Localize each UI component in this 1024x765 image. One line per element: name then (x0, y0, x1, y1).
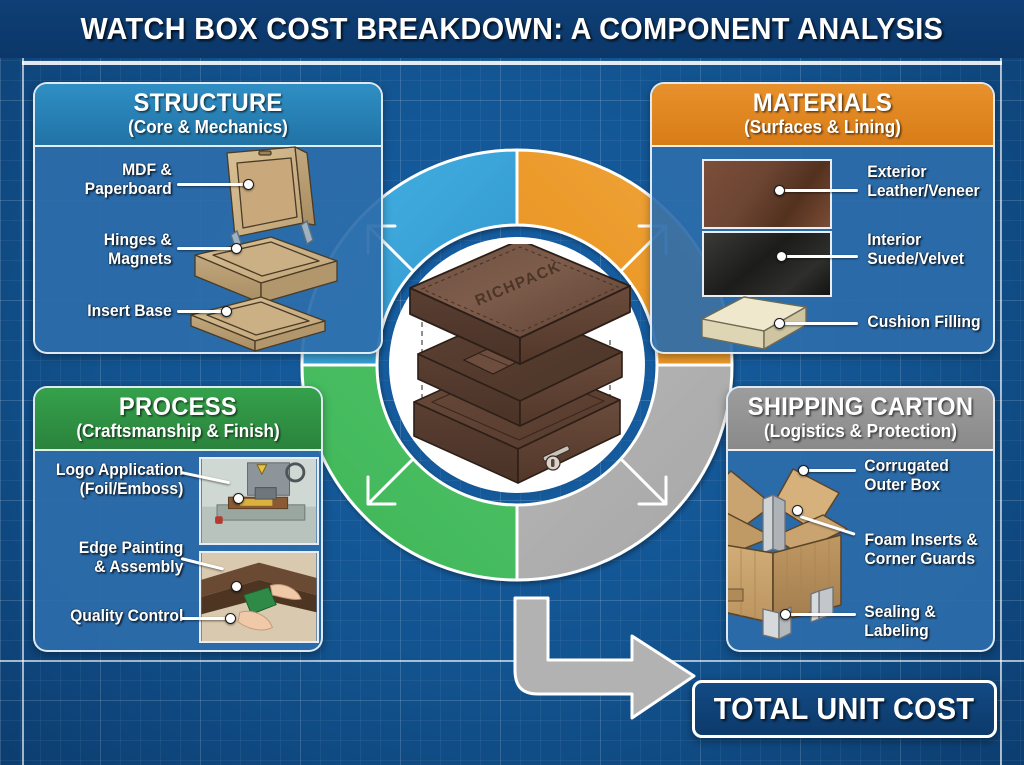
leader-line-insert (177, 310, 227, 314)
leader-line-hinges (177, 247, 237, 251)
page-title-bar: WATCH BOX COST BREAKDOWN: A COMPONENT AN… (0, 0, 1024, 58)
panel-structure[interactable]: STRUCTURE (Core & Mechanics) (33, 82, 383, 354)
ring-segment-shipping (515, 363, 734, 582)
callout-label-foam-inserts: Foam Inserts & Corner Guards (864, 531, 978, 568)
total-cost-arrow (513, 596, 696, 720)
title-divider (22, 61, 1002, 65)
leader-line-mdf (177, 183, 249, 187)
panel-shipping[interactable]: SHIPPING CARTON (Logistics & Protection) (726, 386, 995, 652)
panel-process-subtitle: (Craftsmanship & Finish) (76, 421, 280, 441)
swatch-exterior-leather (702, 159, 832, 230)
arrow-shipping (619, 457, 668, 506)
ring-segment-process (300, 363, 519, 582)
callout-label-edge-painting: Edge Painting & Assembly (78, 539, 184, 576)
leader-line-interior (782, 255, 858, 259)
panel-shipping-body: Corrugated Outer Box Foam Inserts & Corn… (728, 451, 993, 650)
leader-line-cushion (780, 322, 858, 326)
leader-dot-sealing (780, 609, 791, 621)
leader-line-exterior (780, 189, 858, 193)
photo-edge-painting-assembly (199, 551, 319, 644)
leader-dot-exterior (774, 185, 785, 197)
callout-label-quality-control: Quality Control (70, 607, 184, 626)
frame-line-bottom (0, 660, 1024, 662)
leader-dot-foam (792, 505, 803, 517)
cushion-foam-illustration (701, 296, 807, 350)
leader-dot-insert (221, 306, 232, 318)
leader-dot-cushion (774, 318, 785, 330)
leader-dot-qc (225, 613, 236, 625)
total-unit-cost-label: TOTAL UNIT COST (714, 691, 975, 726)
callout-label-sealing-labeling: Sealing & Labeling (864, 603, 936, 640)
panel-materials[interactable]: MATERIALS (Surfaces & Lining) Exterior L… (650, 82, 995, 354)
leader-dot-hinges (231, 243, 242, 255)
panel-process-title: PROCESS (118, 393, 238, 421)
box-clasp (542, 445, 570, 471)
panel-materials-header: MATERIALS (Surfaces & Lining) (652, 84, 993, 148)
panel-materials-body: Exterior Leather/Veneer Interior Suede/V… (652, 147, 993, 352)
callout-label-insert-base: Insert Base (87, 302, 172, 321)
frame-line-left (22, 0, 24, 765)
photo-foil-emboss-press (199, 457, 319, 546)
leader-line-carton (806, 469, 856, 473)
callout-label-corrugated-outer-box: Corrugated Outer Box (864, 457, 949, 494)
leader-dot-interior (776, 251, 787, 263)
panel-process-header: PROCESS (Craftsmanship & Finish) (35, 388, 321, 452)
panel-structure-body: MDF & Paperboard Hinges & Magnets Insert… (35, 146, 381, 352)
panel-process-body: Logo Application (Foil/Emboss) Edge Pain… (35, 451, 321, 650)
panel-materials-subtitle: (Surfaces & Lining) (744, 117, 901, 137)
arrow-process (366, 457, 415, 506)
callout-label-mdf-paperboard: MDF & Paperboard (84, 161, 172, 198)
panel-process[interactable]: PROCESS (Craftsmanship & Finish) (33, 386, 323, 652)
leader-line-sealing (788, 613, 856, 617)
corrugated-carton-illustration (728, 468, 848, 640)
frame-line-right (1000, 0, 1002, 765)
panel-structure-subtitle: (Core & Mechanics) (128, 117, 288, 137)
total-unit-cost-box[interactable]: TOTAL UNIT COST (692, 680, 997, 738)
callout-label-logo-application: Logo Application (Foil/Emboss) (55, 461, 184, 498)
leader-dot-carton (798, 465, 809, 477)
panel-structure-header: STRUCTURE (Core & Mechanics) (35, 84, 381, 148)
callout-label-cushion-filling: Cushion Filling (867, 313, 981, 332)
panel-shipping-title: SHIPPING CARTON (747, 393, 974, 421)
leader-dot-mdf (243, 179, 254, 191)
callout-label-interior-suede: Interior Suede/Velvet (867, 231, 964, 268)
watch-box-illustration: RICHPACK (409, 244, 631, 484)
panel-materials-title: MATERIALS (752, 89, 893, 117)
leader-dot-logo (233, 493, 244, 505)
callout-label-exterior-leather: Exterior Leather/Veneer (867, 163, 980, 200)
panel-structure-title: STRUCTURE (133, 89, 283, 117)
panel-shipping-header: SHIPPING CARTON (Logistics & Protection) (728, 388, 993, 452)
callout-label-hinges-magnets: Hinges & Magnets (103, 231, 172, 268)
leader-dot-edge (231, 581, 242, 593)
swatch-interior-suede (702, 231, 832, 298)
leader-line-qc (181, 617, 229, 621)
page-title: WATCH BOX COST BREAKDOWN: A COMPONENT AN… (80, 11, 944, 46)
panel-shipping-subtitle: (Logistics & Protection) (764, 421, 957, 441)
